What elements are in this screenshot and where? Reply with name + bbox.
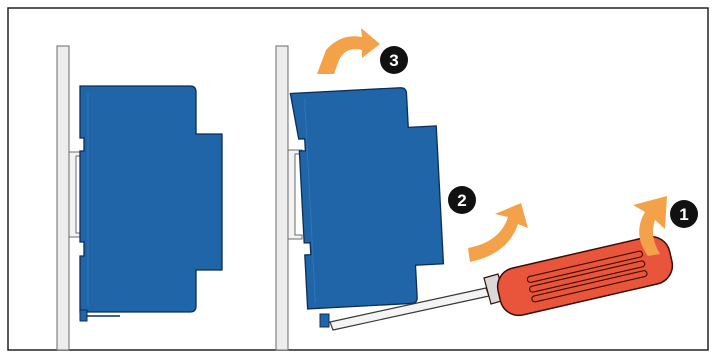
step-1-arrow-group: 1 [633, 196, 698, 256]
step-3-arrow-group: 3 [317, 28, 408, 74]
left-release-clip [79, 309, 88, 322]
right-device-shade [304, 98, 316, 303]
screwdriver-handle-group [496, 235, 674, 317]
step-2-badge [448, 186, 476, 214]
right-device-body [289, 87, 445, 310]
step-2-label: 2 [457, 191, 466, 210]
step-1-curved-arrow-icon [633, 196, 667, 256]
right-release-clip [319, 313, 330, 328]
left-assembly [56, 45, 223, 351]
step-2-curved-arrow-icon [468, 203, 528, 262]
right-assembly [275, 45, 445, 351]
handle-grip-2 [529, 260, 646, 293]
left-device-body [79, 85, 223, 313]
step-2-arrow-group: 2 [448, 186, 528, 262]
step-3-curved-arrow-icon [317, 28, 380, 74]
right-device-group [289, 87, 445, 310]
screwdriver [329, 235, 674, 331]
step-3-badge [380, 46, 408, 74]
step-1-badge [670, 200, 698, 228]
right-mounting-plate [275, 45, 289, 351]
step-1-label: 1 [679, 205, 688, 224]
screwdriver-handle [496, 235, 674, 317]
handle-grip-1 [526, 250, 644, 283]
step-3-label: 3 [389, 51, 398, 70]
handle-grip-3 [531, 270, 648, 303]
left-mounting-plate [56, 45, 70, 351]
